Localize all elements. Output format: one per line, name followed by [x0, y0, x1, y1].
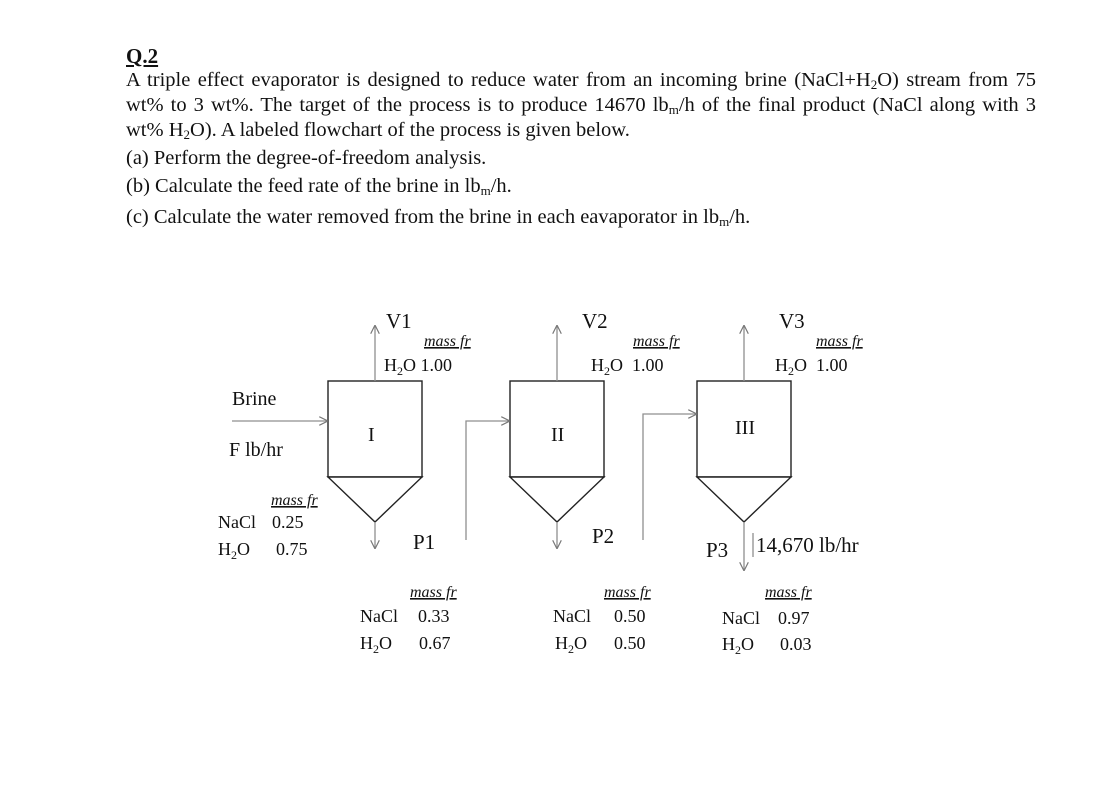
evaporator-3-numeral: III	[735, 417, 755, 439]
question-item-c: (c) Calculate the water removed from the…	[126, 206, 751, 229]
evaporator-1-numeral: I	[368, 424, 375, 446]
vapor-v3-label: V3	[779, 309, 805, 333]
product-p1-h2o-value: 0.67	[419, 633, 451, 653]
vapor-v2-label: V2	[582, 309, 608, 333]
vapor-v3-comp: H2O 1.00	[775, 355, 848, 378]
product-p1-nacl-value: 0.33	[418, 606, 450, 626]
vapor-v2-mass-fr: mass fr	[633, 333, 680, 350]
evaporator-2-numeral: II	[551, 424, 564, 446]
evaporator-2-cone	[508, 476, 606, 523]
problem-statement: Q.2 A triple effect evaporator is design…	[126, 44, 1036, 230]
feed-comp-nacl-name: NaCl	[218, 512, 256, 532]
evaporator-1	[326, 326, 424, 548]
evaporator-2-body	[509, 380, 605, 478]
product-p3-label: P3	[706, 538, 728, 562]
product-p3-rate: 14,670 lb/hr	[756, 533, 859, 557]
feed-comp-h2o-name: H2O	[218, 539, 250, 562]
product-p1-nacl-name: NaCl	[360, 606, 398, 626]
question-paragraph: A triple effect evaporator is designed t…	[126, 69, 1037, 142]
product-p3-mass-fr: mass fr	[765, 584, 812, 601]
question-label: Q.2	[126, 44, 159, 68]
vapor-v1-mass-fr: mass fr	[424, 333, 471, 350]
feed-comp-h2o-value: 0.75	[276, 539, 308, 559]
vapor-v1-label: V1	[386, 309, 412, 333]
product-p2-mass-fr: mass fr	[604, 584, 651, 601]
product-p3-h2o-name: H2O	[722, 634, 754, 657]
evaporator-3	[695, 326, 793, 570]
question-item-b: (b) Calculate the feed rate of the brine…	[126, 175, 512, 198]
vapor-v1-comp: H2O 1.00	[384, 355, 452, 378]
evaporator-3-body	[696, 380, 792, 478]
evaporator-3-cone	[695, 476, 793, 523]
question-item-a: (a) Perform the degree-of-freedom analys…	[126, 147, 487, 169]
product-p2-label: P2	[592, 524, 614, 548]
feed-comp-nacl-value: 0.25	[272, 512, 304, 532]
product-p1-mass-fr: mass fr	[410, 584, 457, 601]
evaporator-2	[508, 326, 606, 548]
feed-mass-fr: mass fr	[271, 492, 318, 509]
feed-rate-label: F lb/hr	[229, 439, 283, 461]
vapor-v3-mass-fr: mass fr	[816, 333, 863, 350]
product-p3-nacl-name: NaCl	[722, 608, 760, 628]
stream-p2-to-iii	[642, 414, 696, 540]
product-p3-h2o-value: 0.03	[780, 634, 812, 654]
product-p3-nacl-value: 0.97	[778, 608, 810, 628]
evaporator-1-cone	[326, 476, 424, 523]
brine-label: Brine	[232, 388, 277, 410]
product-p2-nacl-name: NaCl	[553, 606, 591, 626]
stream-p1-to-ii	[465, 421, 509, 540]
product-p2-h2o-name: H2O	[555, 633, 587, 656]
evaporator-1-body	[327, 380, 423, 478]
vapor-v2-comp: H2O 1.00	[591, 355, 664, 378]
product-p1-h2o-name: H2O	[360, 633, 392, 656]
product-p2-nacl-value: 0.50	[614, 606, 646, 626]
product-p2-h2o-value: 0.50	[614, 633, 646, 653]
product-p1-label: P1	[413, 530, 435, 554]
